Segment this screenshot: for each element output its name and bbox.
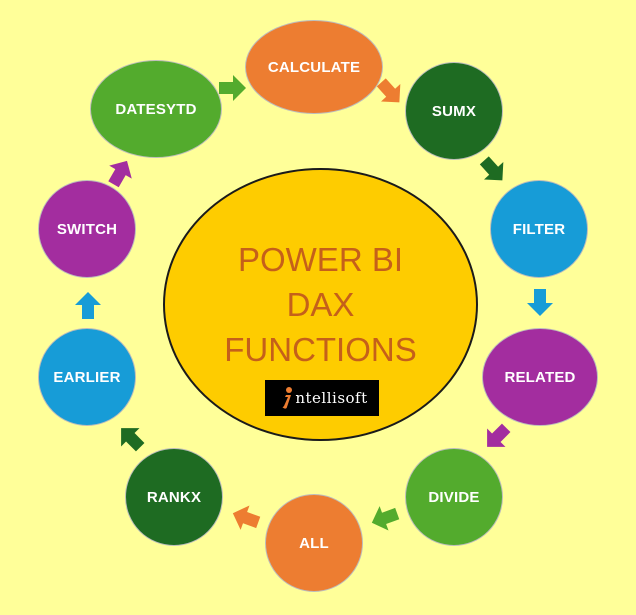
flow-arrow-6 [232, 505, 261, 530]
flow-arrow-2 [479, 156, 504, 181]
flow-arrow-7 [121, 428, 145, 452]
flow-arrow-1 [376, 78, 401, 103]
flow-arrow-5 [371, 506, 400, 531]
node-label: EARLIER [53, 368, 121, 386]
node-label: SWITCH [56, 220, 118, 238]
flow-arrow-9 [108, 160, 132, 188]
intellisoft-logo: ntellisoft [265, 380, 379, 416]
node-datesytd: DATESYTD [90, 60, 222, 158]
node-label: ALL [299, 534, 329, 552]
node-label: DIVIDE [428, 488, 480, 506]
intellisoft-i-logo-icon [280, 386, 294, 410]
node-label: CALCULATE [267, 58, 361, 76]
node-all: ALL [265, 494, 363, 592]
node-label: SUMX [431, 102, 477, 120]
node-rankx: RANKX [125, 448, 223, 546]
node-divide: DIVIDE [405, 448, 503, 546]
node-label: RANKX [146, 488, 202, 506]
flow-arrow-4 [487, 423, 511, 447]
node-sumx: SUMX [405, 62, 503, 160]
node-earlier: EARLIER [38, 328, 136, 426]
center-title-line-2: DAX [286, 286, 355, 323]
node-label: FILTER [512, 220, 566, 238]
center-title-line-3: FUNCTIONS [224, 331, 417, 368]
flow-arrow-10 [219, 75, 246, 101]
flow-arrow-3 [527, 289, 553, 316]
node-calculate: CALCULATE [245, 20, 383, 114]
node-filter: FILTER [490, 180, 588, 278]
node-related: RELATED [482, 328, 598, 426]
logo-text: ntellisoft [295, 389, 368, 407]
node-label: DATESYTD [115, 100, 197, 118]
flow-arrow-8 [75, 292, 101, 319]
center-title-line-1: POWER BI [237, 241, 404, 278]
node-label: RELATED [504, 368, 576, 386]
node-switch: SWITCH [38, 180, 136, 278]
